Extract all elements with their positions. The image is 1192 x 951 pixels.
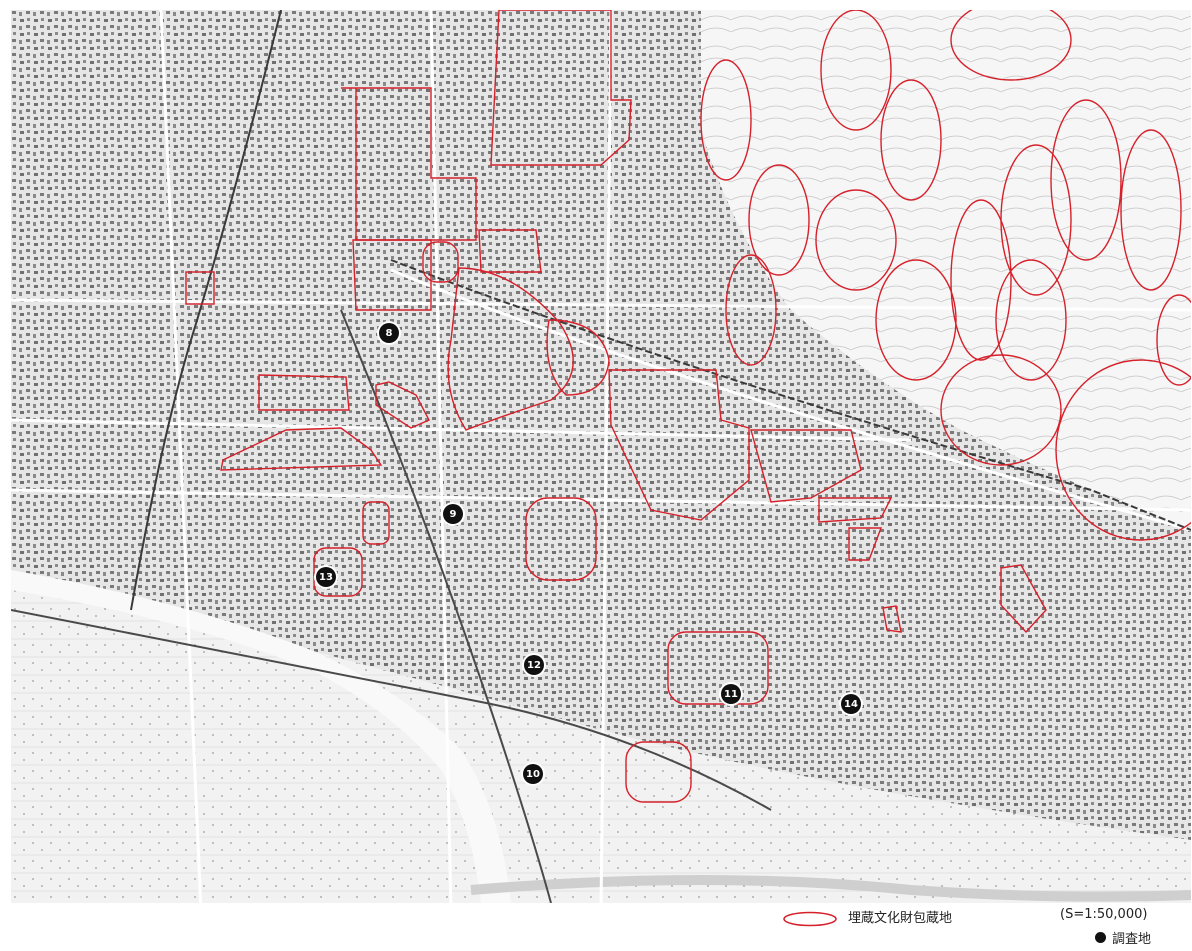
survey-site-marker-11[interactable]: 11 bbox=[721, 684, 741, 704]
map-legend: 埋蔵文化財包蔵地 (S=1:50,000) 調査地 bbox=[0, 903, 1192, 951]
map-area[interactable]: 8 9 10 11 12 13 14 bbox=[11, 10, 1191, 903]
survey-site-marker-9[interactable]: 9 bbox=[443, 504, 463, 524]
survey-site-marker-13[interactable]: 13 bbox=[316, 567, 336, 587]
legend-zone-label: 埋蔵文化財包蔵地 bbox=[848, 911, 953, 926]
legend-survey-label: 調査地 bbox=[1112, 932, 1152, 947]
survey-site-marker-14[interactable]: 14 bbox=[841, 694, 861, 714]
survey-site-marker-8[interactable]: 8 bbox=[379, 323, 399, 343]
map-scale-label: (S=1:50,000) bbox=[1060, 907, 1148, 922]
survey-site-marker-10[interactable]: 10 bbox=[523, 764, 543, 784]
black-dot-icon bbox=[1095, 932, 1106, 943]
red-outline-ellipse-icon bbox=[783, 911, 837, 927]
survey-site-marker-12[interactable]: 12 bbox=[524, 655, 544, 675]
topographic-map bbox=[11, 10, 1191, 903]
